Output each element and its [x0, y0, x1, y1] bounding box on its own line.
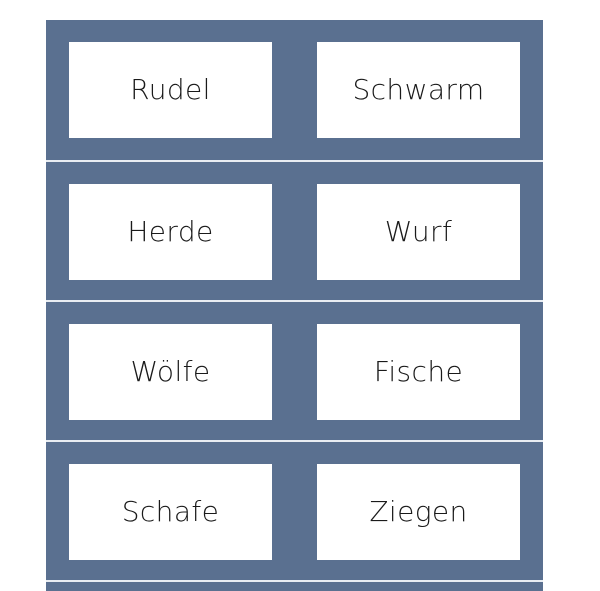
word-card[interactable]: Schwarm	[317, 42, 520, 138]
word-slot-left[interactable]: Wölfe	[69, 324, 272, 420]
word-slot-right[interactable]: Schwarm	[317, 42, 520, 138]
word-slot-right[interactable]: Wurf	[317, 184, 520, 280]
word-label: Herde	[127, 215, 214, 248]
word-slot-left[interactable]: Herde	[69, 184, 272, 280]
word-slot-left[interactable]: Schafe	[69, 464, 272, 560]
word-label: Rudel	[130, 73, 211, 106]
word-label: Wurf	[384, 215, 453, 248]
table-row: Schafe Ziegen	[46, 440, 543, 580]
word-card[interactable]: Wurf	[317, 184, 520, 280]
word-card[interactable]: Herde	[69, 184, 272, 280]
word-label: Fische	[373, 355, 464, 388]
word-label: Wölfe	[130, 355, 211, 388]
table-row: Herde Wurf	[46, 160, 543, 300]
word-card[interactable]: Rudel	[69, 42, 272, 138]
word-label: Ziegen	[369, 495, 468, 528]
word-card[interactable]: Ziegen	[317, 464, 520, 560]
table-row: Wölfe Fische	[46, 300, 543, 440]
word-label: Schafe	[121, 495, 220, 528]
word-label: Schwarm	[352, 73, 485, 106]
table-row-partial	[46, 580, 543, 591]
word-slot-left[interactable]: Rudel	[69, 42, 272, 138]
table-row: Rudel Schwarm	[46, 20, 543, 160]
word-card[interactable]: Wölfe	[69, 324, 272, 420]
matching-panel: Rudel Schwarm Herde Wurf	[46, 20, 543, 591]
word-card[interactable]: Schafe	[69, 464, 272, 560]
word-slot-right[interactable]: Ziegen	[317, 464, 520, 560]
word-slot-right[interactable]: Fische	[317, 324, 520, 420]
word-card[interactable]: Fische	[317, 324, 520, 420]
